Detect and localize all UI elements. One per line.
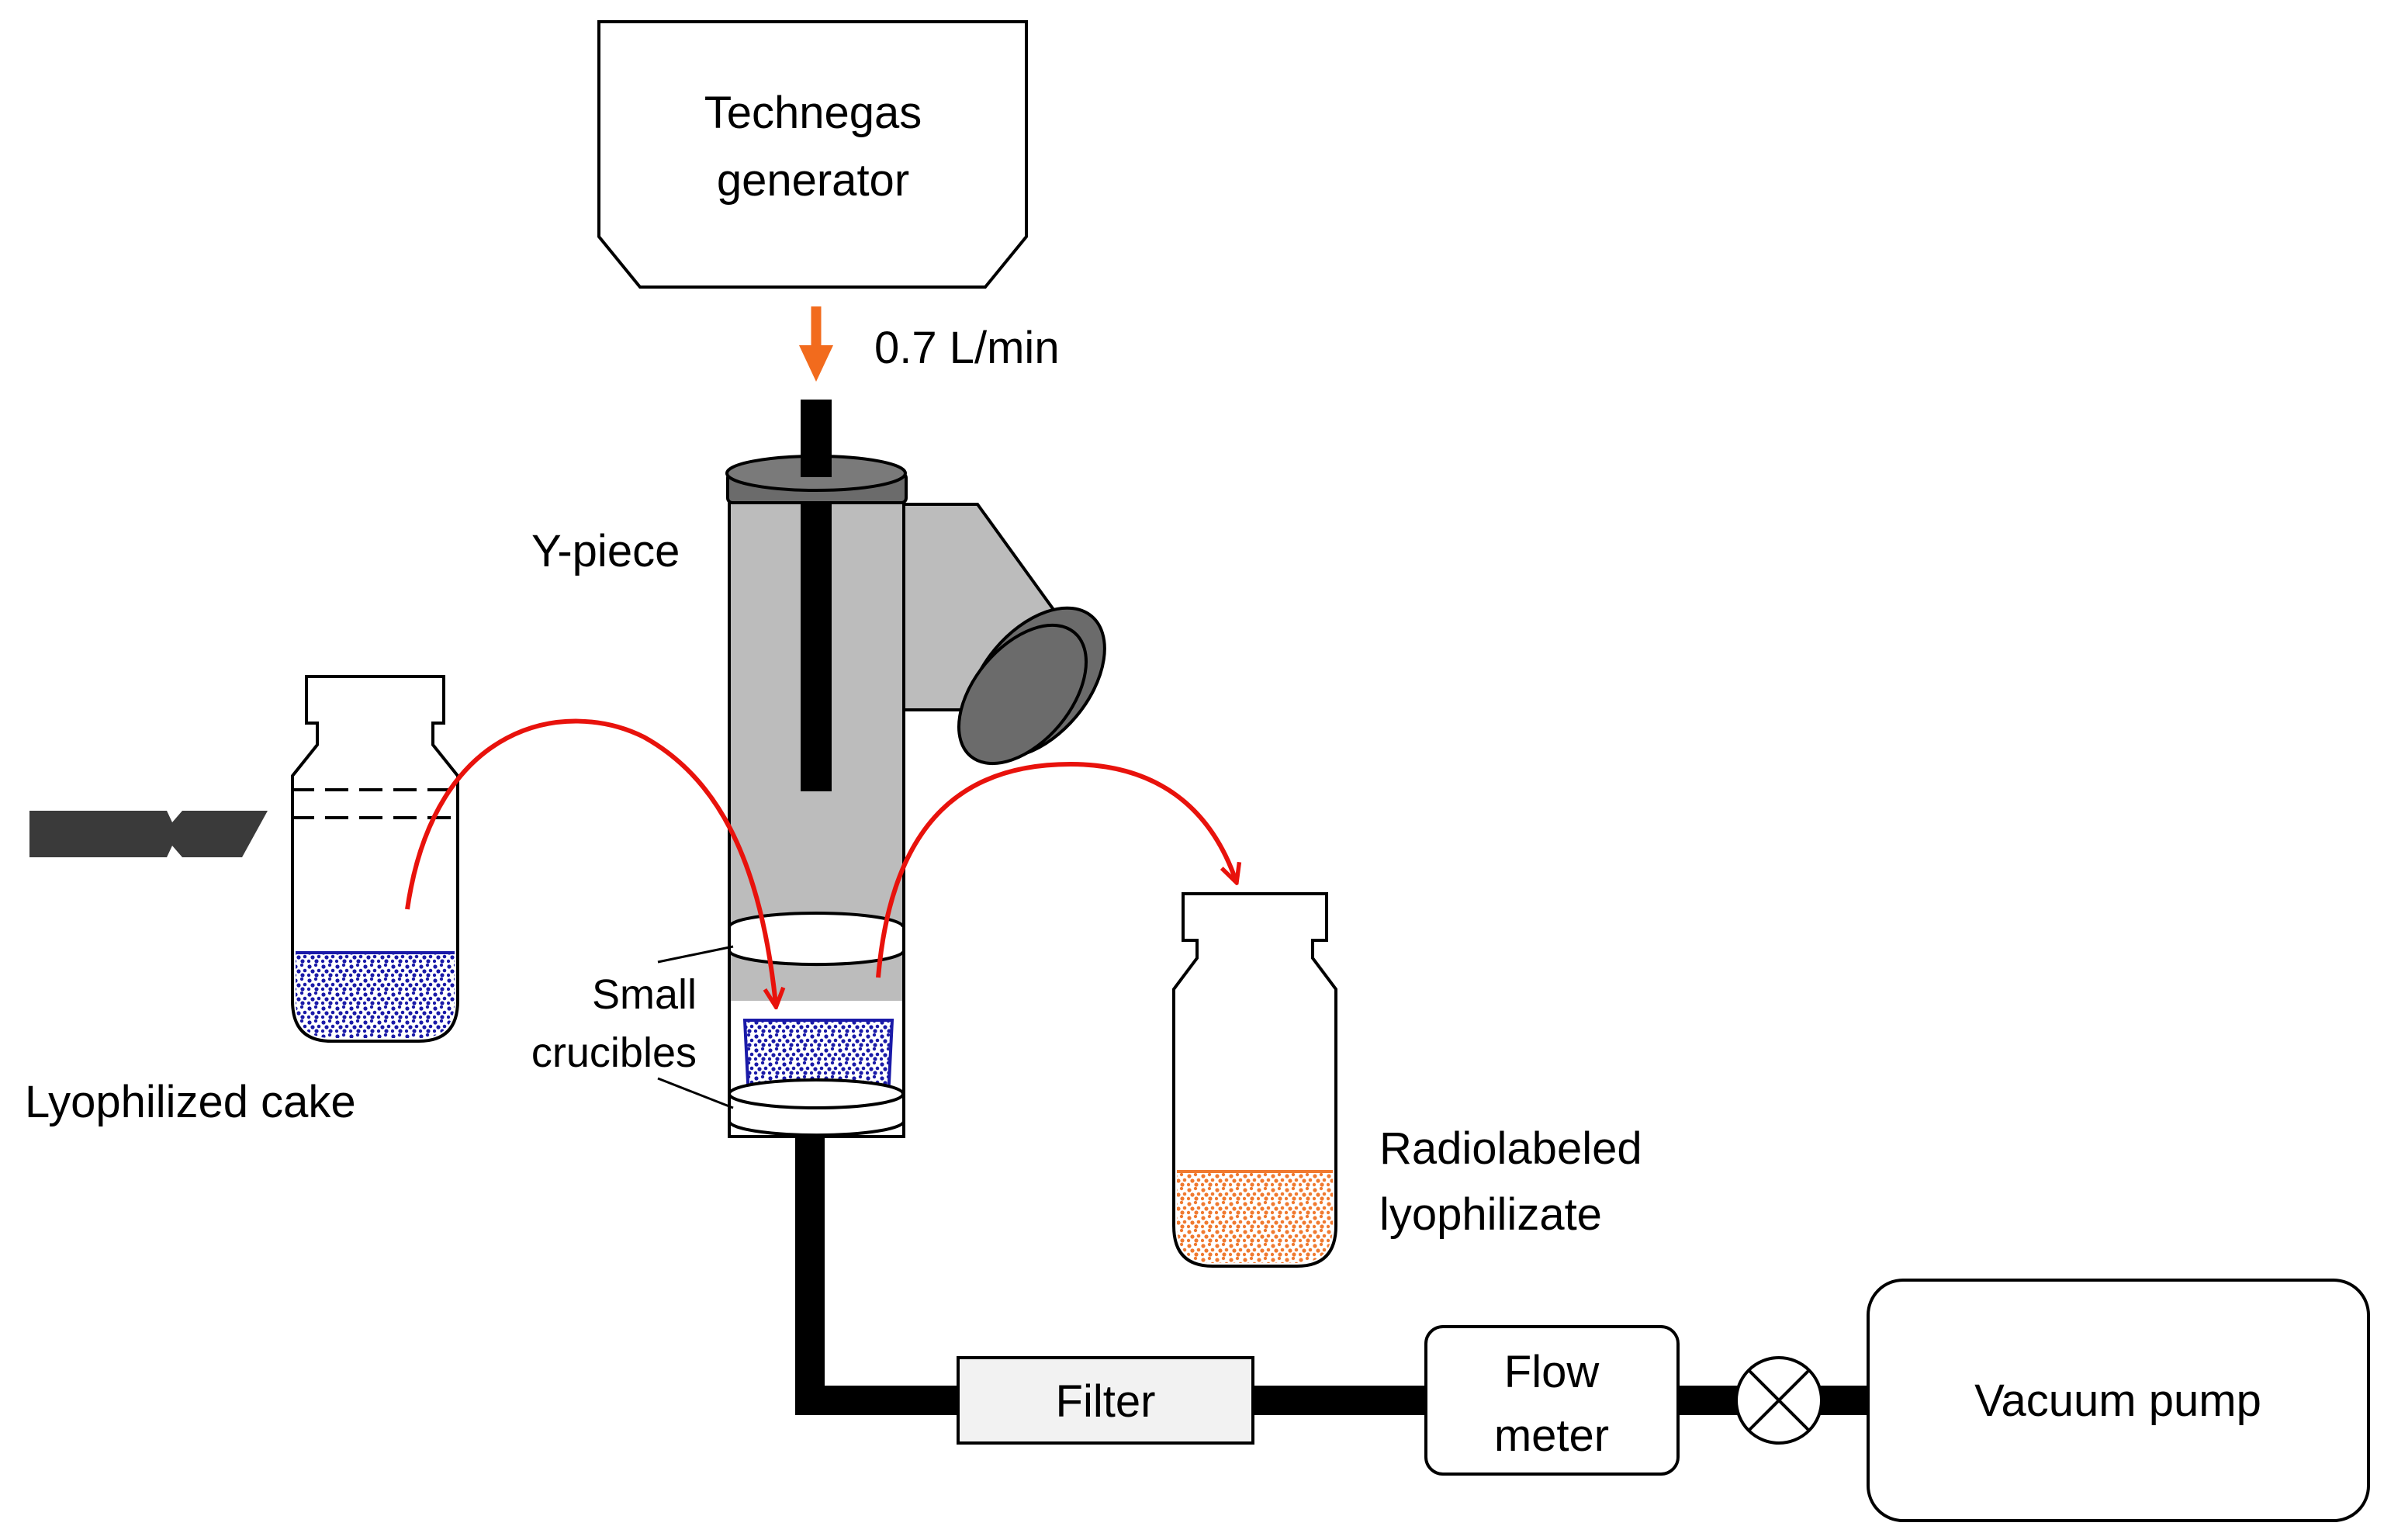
transfer-arrow-out [876, 761, 1236, 978]
crucibles-label-line1: Small [592, 971, 697, 1018]
vacuum-pump: Vacuum pump [1867, 1279, 2370, 1522]
crucibles-label-line2: crucibles [531, 1030, 697, 1076]
cutter-icon [29, 811, 268, 857]
radiolabeled-vial [1172, 892, 1337, 1268]
generator-label-line1: Technegas [704, 88, 922, 138]
radiolabeled-label-line2: lyophilizate [1379, 1189, 1602, 1240]
flow-meter: Flow meter [1424, 1325, 1680, 1476]
transfer-arrow-in [405, 718, 776, 1005]
crucible-pointer-bottom [657, 1077, 734, 1109]
crucible-pointer-top [657, 945, 734, 964]
flow-rate-label: 0.7 L/min [874, 323, 1060, 373]
flow-meter-label-line1: Flow [1504, 1347, 1600, 1397]
filter-label: Filter [1056, 1376, 1156, 1427]
filter: Filter [957, 1356, 1254, 1445]
flow-meter-label-line2: meter [1494, 1410, 1609, 1461]
y-piece-label: Y-piece [531, 526, 680, 576]
radiolabeled-label-line1: Radiolabeled [1379, 1123, 1642, 1174]
valve-icon [1735, 1356, 1823, 1445]
flow-arrow [799, 306, 833, 382]
generator-label-line2: generator [717, 155, 909, 206]
lyophilized-vial [291, 675, 459, 1043]
lyophilized-cake-label: Lyophilized cake [25, 1077, 356, 1127]
y-piece [725, 400, 1106, 1138]
vacuum-pump-label: Vacuum pump [1974, 1376, 2261, 1426]
technegas-generator: Technegas generator [597, 20, 1028, 289]
